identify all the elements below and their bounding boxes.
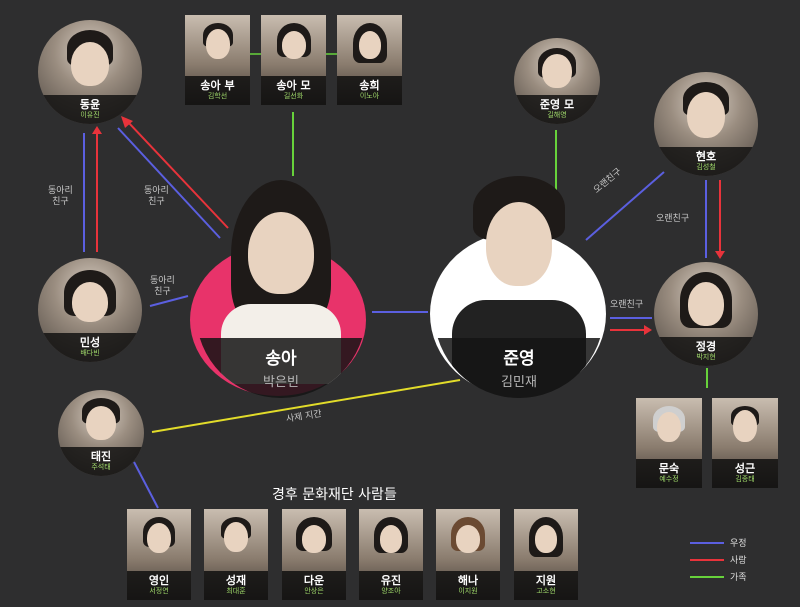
songhee-actor: 이노아 xyxy=(359,92,380,100)
legend-swatch-family xyxy=(690,575,724,578)
rel-club-friend-dongyun-minseong: 동아리 친구 xyxy=(48,186,73,207)
arrow-love-dongyun xyxy=(92,126,102,134)
daun-name: 다운 xyxy=(303,574,325,587)
songa-mother-actor: 길선화 xyxy=(283,92,304,100)
arrow-love-junyoung-jeonggyeong xyxy=(644,325,652,335)
hyunho-actor: 김성철 xyxy=(696,163,716,171)
line-friend-junyoung-hyunho xyxy=(585,171,665,241)
yujin-name: 유진 xyxy=(380,574,402,587)
yeongin-name: 영인 xyxy=(148,574,170,587)
songhee-name: 송희 xyxy=(359,79,380,92)
minseong-name: 민성 xyxy=(79,336,101,349)
legend-swatch-friendship xyxy=(690,541,724,544)
rel-club-friend-dongyun-songa: 동아리 친구 xyxy=(144,186,169,207)
dongyun-name: 동윤 xyxy=(79,98,101,111)
seonggeun-actor: 김종태 xyxy=(735,475,755,483)
junyoung-actor: 김민재 xyxy=(501,375,537,390)
jeonggyeong-actor: 박지현 xyxy=(696,353,716,361)
legend-item-love: 사랑 xyxy=(690,551,747,568)
haena-name: 해나 xyxy=(457,574,479,587)
legend-item-friendship: 우정 xyxy=(690,534,747,551)
legend-swatch-love xyxy=(690,558,724,561)
legend-item-family: 가족 xyxy=(690,568,747,585)
junyoung-mom-name: 준영 모 xyxy=(539,98,575,111)
daun-actor: 안상은 xyxy=(304,587,324,595)
songa-father-actor: 김학선 xyxy=(207,92,228,100)
hyunho-name: 현호 xyxy=(695,150,717,163)
seongjae-actor: 최대훈 xyxy=(226,587,246,595)
yeongin-actor: 서정연 xyxy=(149,587,169,595)
legend: 우정 사랑 가족 xyxy=(690,534,747,585)
legend-label-family: 가족 xyxy=(730,573,747,583)
seongjae-name: 성재 xyxy=(225,574,247,587)
dongyun-actor: 이유진 xyxy=(80,111,100,119)
junyoung-mom-actor: 길해영 xyxy=(547,111,567,119)
songa-name: 송아 xyxy=(265,349,297,369)
rel-old-friend-hyunho-jeonggyeong: 오랜친구 xyxy=(656,214,690,224)
junyoung-name: 준영 xyxy=(503,349,535,369)
line-friend-dongyun-songa xyxy=(117,127,221,239)
rel-club-friend-minseong-songa: 동아리 친구 xyxy=(150,276,175,297)
songa-actor: 박은빈 xyxy=(263,375,299,390)
legend-label-love: 사랑 xyxy=(730,556,747,566)
jiwon-name: 지원 xyxy=(535,574,557,587)
minseong-actor: 배다빈 xyxy=(80,349,100,357)
foundation-group-title: 경후 문화재단 사람들 xyxy=(272,487,397,503)
munsuk-actor: 예수정 xyxy=(659,475,679,483)
seonggeun-name: 성근 xyxy=(734,462,756,475)
taejin-actor: 주석태 xyxy=(91,463,111,471)
rel-old-friend-junyoung-jeonggyeong: 오랜친구 xyxy=(610,300,644,310)
arrow-love-jeonggyeong xyxy=(715,251,725,259)
munsuk-name: 문숙 xyxy=(658,462,680,475)
songa-father-name: 송아 부 xyxy=(200,79,235,92)
haena-actor: 이지원 xyxy=(458,587,478,595)
line-love-dongyun-songa xyxy=(127,121,229,229)
legend-label-friendship: 우정 xyxy=(730,539,747,549)
line-teacher-taejin-junyoung xyxy=(151,379,461,433)
line-friend-minseong-songa xyxy=(149,295,189,307)
jiwon-actor: 고소현 xyxy=(536,587,556,595)
yujin-actor: 양조아 xyxy=(381,587,401,595)
songa-mother-name: 송아 모 xyxy=(276,79,311,92)
taejin-name: 태진 xyxy=(90,450,112,463)
jeonggyeong-name: 정경 xyxy=(695,340,717,353)
